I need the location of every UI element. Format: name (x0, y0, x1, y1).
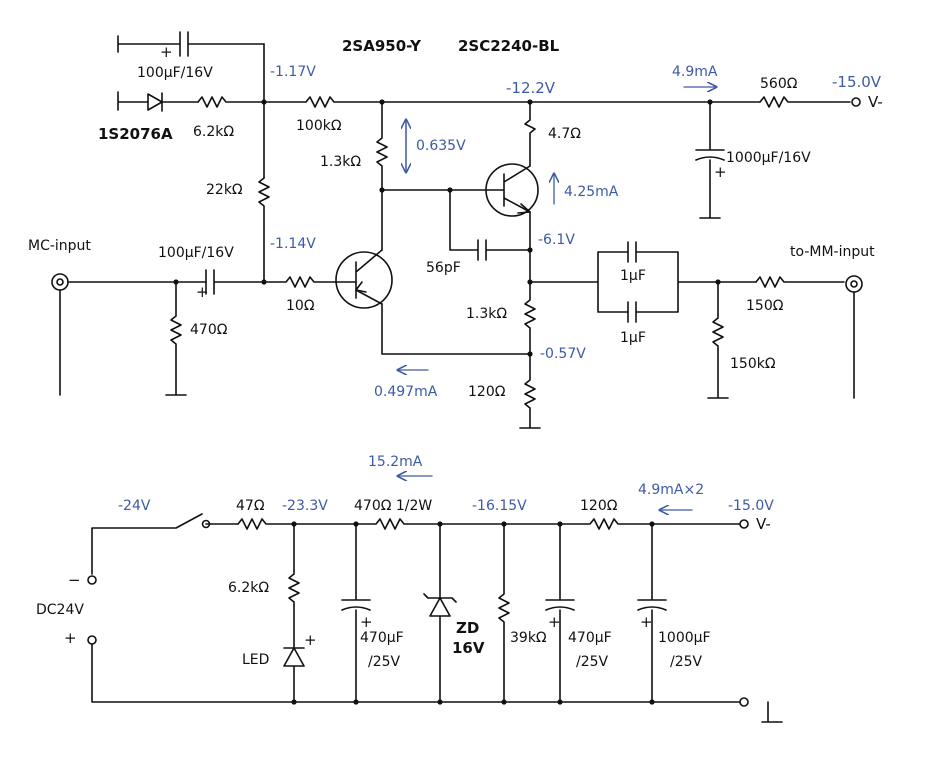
r-470-label: 470Ω (190, 322, 228, 338)
transistor-q2-name: 2SC2240-BL (458, 37, 560, 55)
voltage-node-1: -1.17V (270, 64, 316, 80)
resistor-470-half-watt (355, 518, 505, 530)
voltage-base: -1.14V (270, 236, 316, 252)
capacitor-470uf-1 (341, 523, 371, 703)
r-560-label: 560Ω (760, 76, 798, 92)
resistor-560 (759, 96, 851, 108)
resistor-22k (258, 177, 270, 283)
voltage-node-psu: -23.3V (282, 498, 328, 514)
mc-input-jack[interactable] (51, 273, 69, 291)
voltage-supply: -15.0V (832, 73, 882, 91)
plus-sign: + (548, 613, 561, 631)
r-1k3-top-label: 1.3kΩ (320, 154, 362, 170)
resistor-1k3-bottom (519, 281, 541, 429)
voltage-output: -15.0V (728, 498, 774, 514)
voltage-out: -6.1V (538, 232, 575, 248)
r-diode-label: 6.2kΩ (193, 124, 235, 140)
r-150-label: 150Ω (746, 298, 784, 314)
capacitor-1000uf-psu (637, 523, 667, 703)
capacitor-56pf (449, 189, 531, 261)
r-led-label: 6.2kΩ (228, 580, 270, 596)
cap-470-1-voltage: /25V (368, 654, 401, 670)
plus-sign: + (160, 43, 173, 61)
resistor-39k (498, 523, 510, 703)
current-q2: 4.25mA (564, 184, 619, 200)
cap-470-1-label: 470μF (360, 630, 404, 646)
r-47-label: 47Ω (236, 498, 265, 514)
zener-label: ZD (456, 619, 480, 637)
r-4r7-label: 4.7Ω (548, 126, 581, 142)
r-22k-label: 22kΩ (206, 182, 243, 198)
r-10-label: 10Ω (286, 298, 315, 314)
zener-diode-16v (423, 523, 457, 703)
voltage-rail: -12.2V (506, 79, 556, 97)
r-470-half-watt-label: 470Ω 1/2W (354, 498, 433, 514)
r-39k-label: 39kΩ (510, 630, 547, 646)
plus-sign: + (714, 163, 727, 181)
resistor-150 (755, 276, 845, 288)
plus-sign: + (304, 631, 317, 649)
led-indicator (283, 523, 305, 703)
capacitor-1uf-pair (529, 241, 757, 323)
resistor-150k (707, 281, 729, 399)
cap-470-2-voltage: /25V (576, 654, 609, 670)
resistor-10 (263, 276, 357, 288)
transistor-q1-name: 2SA950-Y (342, 37, 422, 55)
current-q1: 0.497mA (374, 384, 438, 400)
voltage-drop: 0.635V (416, 138, 466, 154)
voltage-zener-node: -16.15V (472, 498, 527, 514)
cap-1000-psu-voltage: /25V (670, 654, 703, 670)
capacitor-470uf-2 (545, 523, 575, 703)
capacitor-100uf-in (205, 269, 265, 295)
capacitor-1000uf (695, 101, 725, 219)
resistor-470-in (165, 281, 187, 396)
r-150k-label: 150kΩ (730, 356, 776, 372)
cap-1000-label: 1000μF/16V (726, 150, 811, 166)
transistor-2sc2240 (381, 163, 539, 217)
cap-1u-b-label: 1μF (620, 330, 646, 346)
resistor-4r7 (524, 101, 536, 167)
current-output: 4.9mA×2 (638, 482, 705, 498)
mm-input-label: to-MM-input (790, 244, 875, 260)
resistor-1k3-top (376, 101, 388, 251)
current-total: 15.2mA (368, 454, 423, 470)
voltage-emitter: -0.57V (540, 346, 586, 362)
capacitor-c-boot (117, 31, 265, 57)
plus-sign: + (640, 613, 653, 631)
r-1k3-bottom-label: 1.3kΩ (466, 306, 508, 322)
current-rail: 4.9mA (672, 64, 718, 80)
cap-1000-psu-label: 1000μF (658, 630, 711, 646)
r-100k-label: 100kΩ (296, 118, 342, 134)
r-120-psu-label: 120Ω (580, 498, 618, 514)
cap-1u-a-label: 1μF (620, 268, 646, 284)
dc-input-label: DC24V (36, 602, 84, 618)
voltage-input: -24V (118, 498, 151, 514)
resistor-47 (237, 518, 357, 530)
led-label: LED (242, 652, 270, 668)
supply-node-label: V- (868, 93, 883, 111)
diode-label: 1S2076A (98, 125, 173, 143)
cap-470-2-label: 470μF (568, 630, 612, 646)
cap-in-label: 100μF/16V (158, 245, 234, 261)
mc-input-label: MC-input (28, 238, 91, 254)
transistor-2sa950 (335, 249, 393, 309)
mm-output-jack[interactable] (845, 275, 863, 293)
resistor-100k (263, 96, 383, 108)
cap-boot-label: 100μF/16V (137, 65, 213, 81)
resistor-120-psu (503, 518, 741, 530)
diode-1s2076a (117, 91, 199, 112)
zener-voltage: 16V (452, 639, 485, 657)
dc-plus-sign: + (64, 629, 77, 647)
output-node-label: V- (756, 515, 771, 533)
plus-sign: + (360, 613, 373, 631)
resistor-6k2-bias (197, 96, 265, 108)
plus-sign: + (196, 283, 209, 301)
dc-minus-sign: − (68, 571, 81, 589)
cap-56p-label: 56pF (426, 260, 461, 276)
r-120-amp-label: 120Ω (468, 384, 506, 400)
